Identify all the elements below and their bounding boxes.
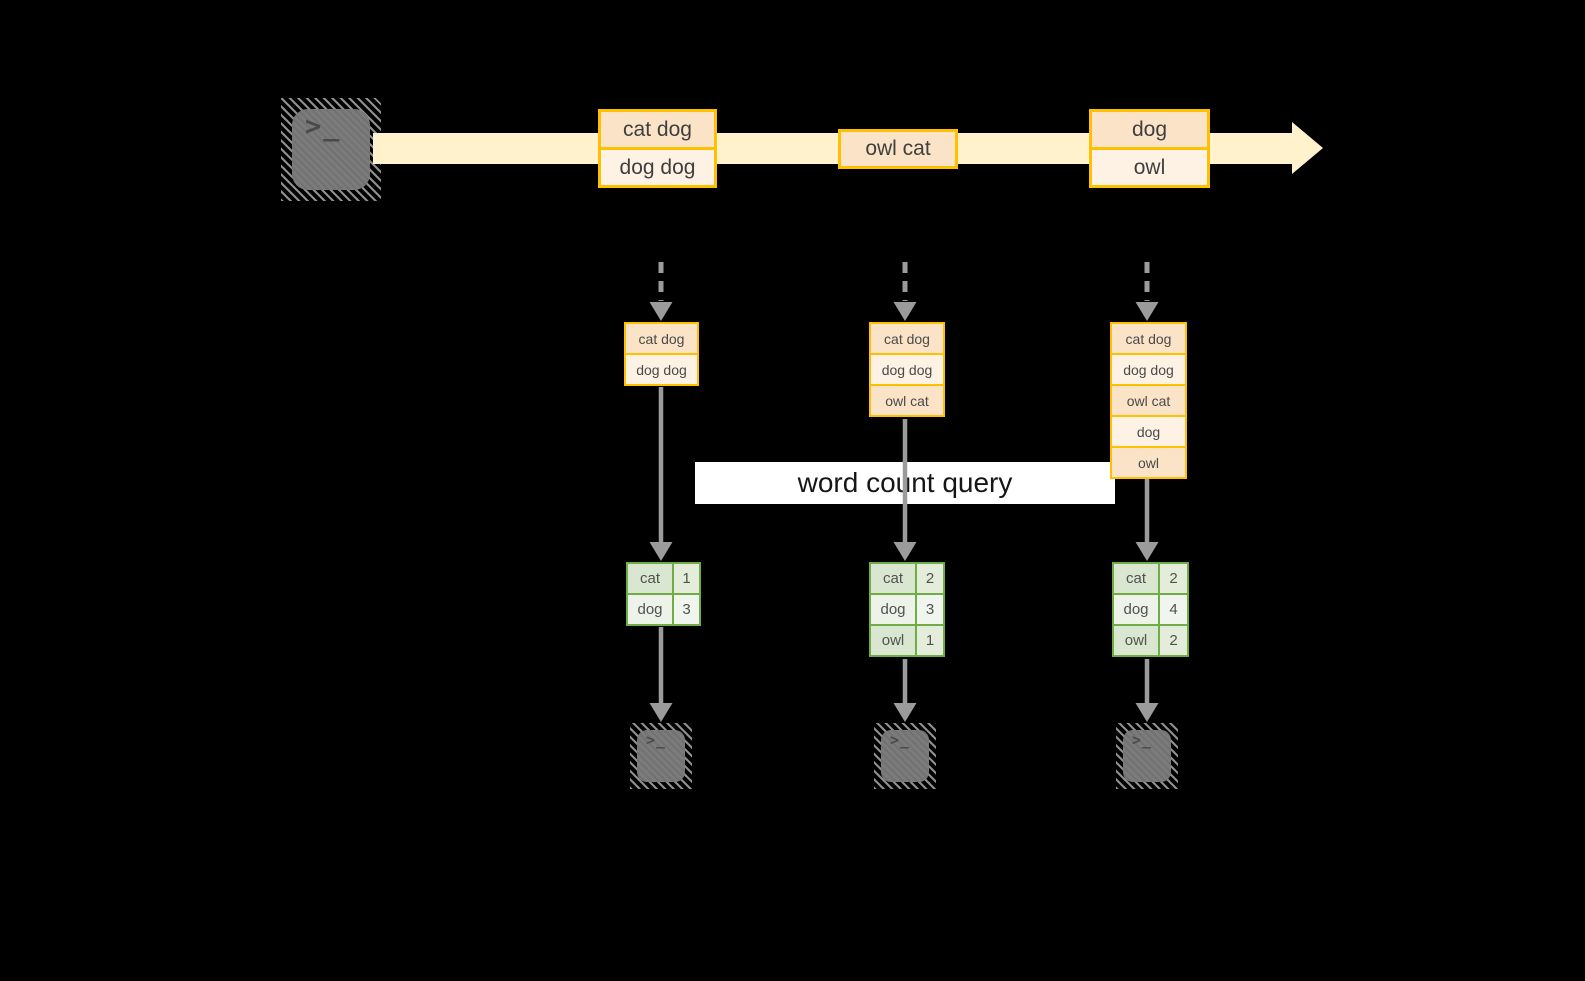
source-terminal-icon: >_: [281, 98, 381, 201]
output-terminal-icon-1: >_: [630, 723, 692, 789]
count-row: cat 2: [1114, 564, 1187, 593]
state-stack-2: cat dog dog dog owl cat: [869, 322, 945, 417]
state-record: cat dog: [871, 324, 943, 353]
dashed-arrowhead-2: [893, 302, 917, 321]
count-table-2: cat 2 dog 3 owl 1: [869, 562, 945, 657]
terminal-screen: >_: [1123, 730, 1171, 782]
state-record: dog dog: [1112, 353, 1185, 384]
stream-record: owl: [1092, 147, 1207, 185]
count-table-3: cat 2 dog 4 owl 2: [1112, 562, 1189, 657]
query-label: word count query: [695, 462, 1115, 504]
state-record: dog dog: [871, 353, 943, 384]
output-terminal-icon-3: >_: [1116, 723, 1178, 789]
table-to-output-arrowhead-1: [649, 703, 673, 722]
terminal-screen: >_: [881, 730, 929, 782]
count-value-cell: 2: [1160, 564, 1187, 593]
count-word-cell: dog: [628, 595, 674, 624]
table-to-output-arrowhead-2: [893, 703, 917, 722]
count-word-cell: cat: [1114, 564, 1160, 593]
count-row: owl 2: [1114, 624, 1187, 655]
state-stack-1: cat dog dog dog: [624, 322, 699, 386]
stream-batch-3: dog owl: [1089, 109, 1210, 188]
count-value-cell: 2: [917, 564, 943, 593]
count-word-cell: dog: [1114, 595, 1160, 624]
count-row: owl 1: [871, 624, 943, 655]
stream-record: dog: [1092, 112, 1207, 147]
terminal-prompt-glyph: >_: [1132, 731, 1153, 749]
count-row: cat 2: [871, 564, 943, 593]
terminal-screen: >_: [292, 109, 370, 190]
state-record: dog dog: [626, 353, 697, 384]
state-record: owl cat: [871, 384, 943, 415]
output-terminal-icon-2: >_: [874, 723, 936, 789]
count-value-cell: 2: [1160, 626, 1187, 655]
state-record: dog: [1112, 415, 1185, 446]
table-to-output-arrowhead-3: [1135, 703, 1159, 722]
stream-record: dog dog: [601, 147, 714, 185]
state-record: cat dog: [1112, 324, 1185, 353]
count-value-cell: 1: [917, 626, 943, 655]
state-record: owl cat: [1112, 384, 1185, 415]
stream-record: owl cat: [841, 132, 955, 166]
count-value-cell: 1: [674, 564, 699, 593]
stream-record: cat dog: [601, 112, 714, 147]
stream-batch-2: owl cat: [838, 129, 958, 169]
terminal-prompt-glyph: >_: [890, 731, 911, 749]
count-value-cell: 4: [1160, 595, 1187, 624]
terminal-prompt-glyph: >_: [305, 111, 342, 142]
count-value-cell: 3: [674, 595, 699, 624]
count-row: dog 3: [628, 593, 699, 624]
count-word-cell: cat: [871, 564, 917, 593]
count-word-cell: owl: [871, 626, 917, 655]
stream-batch-1: cat dog dog dog: [598, 109, 717, 188]
state-stack-3: cat dog dog dog owl cat dog owl: [1110, 322, 1187, 479]
count-word-cell: owl: [1114, 626, 1160, 655]
stream-timeline-arrowhead-icon: [1292, 122, 1323, 174]
count-value-cell: 3: [917, 595, 943, 624]
count-table-1: cat 1 dog 3: [626, 562, 701, 626]
state-to-table-arrowhead-2: [893, 542, 917, 561]
count-word-cell: cat: [628, 564, 674, 593]
state-record: cat dog: [626, 324, 697, 353]
state-to-table-arrowhead-3: [1135, 542, 1159, 561]
count-row: cat 1: [628, 564, 699, 593]
count-row: dog 4: [1114, 593, 1187, 624]
state-record: owl: [1112, 446, 1185, 477]
terminal-prompt-glyph: >_: [646, 731, 667, 749]
count-word-cell: dog: [871, 595, 917, 624]
state-to-table-arrowhead-1: [649, 542, 673, 561]
dashed-arrowhead-3: [1135, 302, 1159, 321]
terminal-screen: >_: [637, 730, 685, 782]
count-row: dog 3: [871, 593, 943, 624]
dashed-arrowhead-1: [649, 302, 673, 321]
